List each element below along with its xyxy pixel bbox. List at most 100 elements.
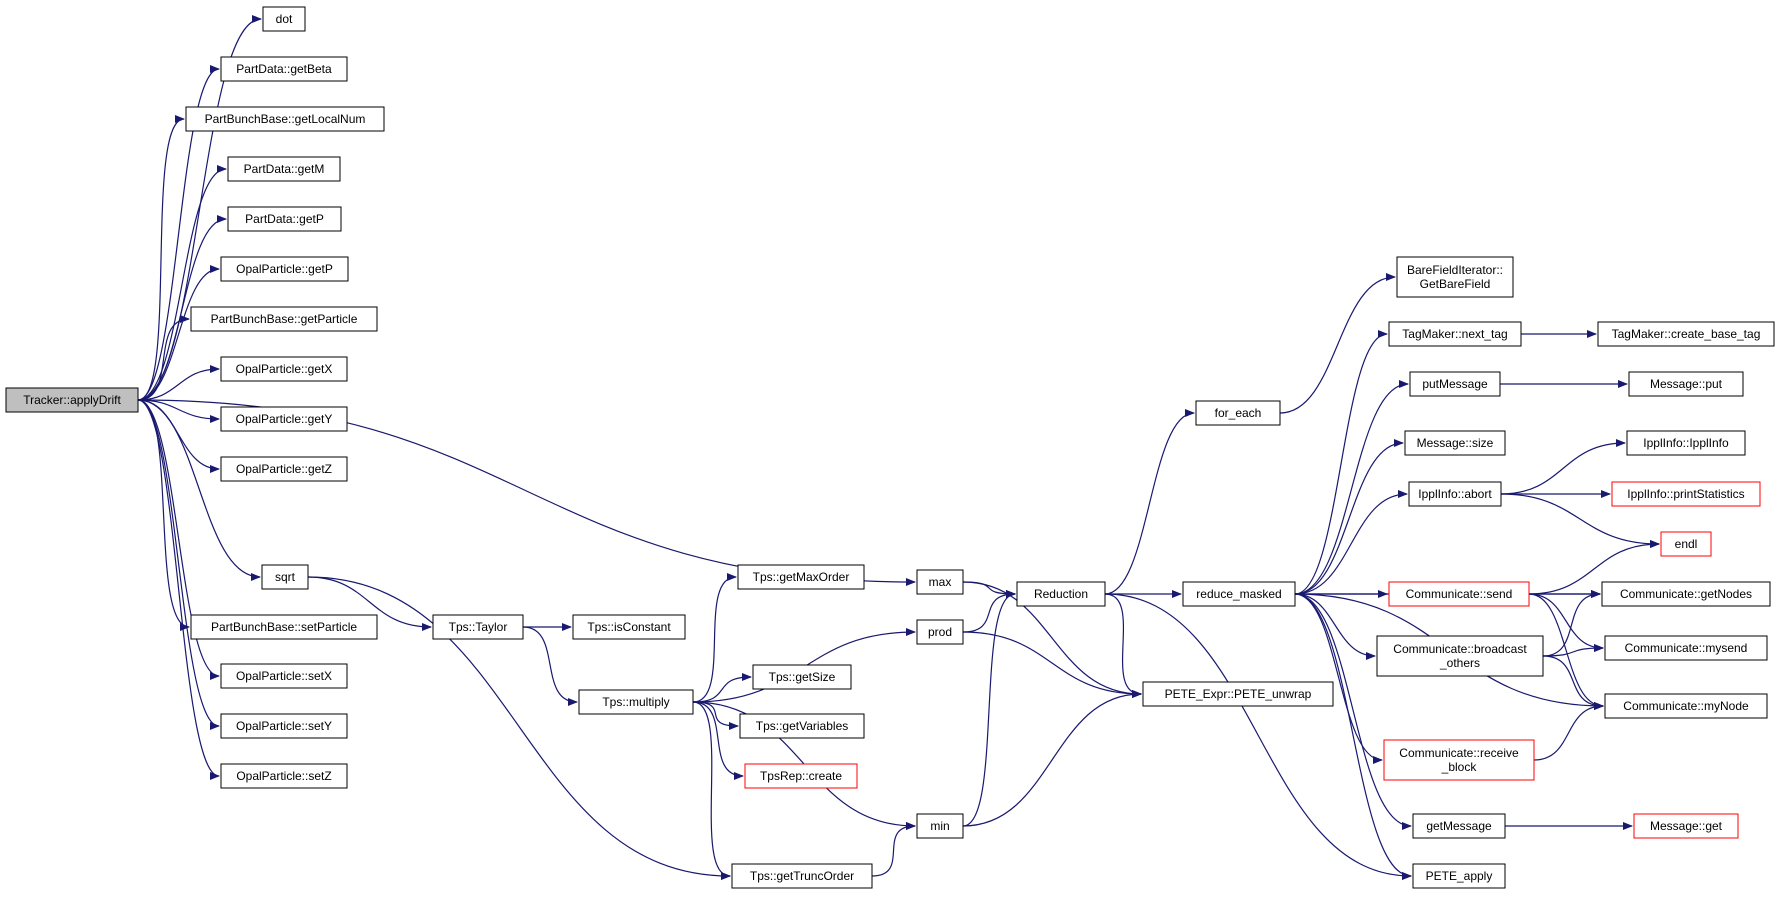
node-endl[interactable]: endl	[1660, 531, 1712, 557]
node-box	[185, 106, 385, 132]
node-dot[interactable]: dot	[262, 6, 306, 32]
node-label: Message::get	[1650, 819, 1723, 833]
node-label: OpalParticle::getY	[236, 412, 333, 426]
node-isConstant[interactable]: Tps::isConstant	[572, 614, 686, 640]
node-mysend[interactable]: Communicate::mysend	[1604, 635, 1768, 661]
edge-max-to-peteUnwrap	[962, 581, 1142, 698]
edge-min-to-reduction	[962, 590, 1016, 827]
node-box	[220, 763, 348, 789]
node-label: OpalParticle::getP	[236, 262, 333, 276]
node-peteUnwrap[interactable]: PETE_Expr::PETE_unwrap	[1142, 681, 1334, 707]
node-putMessage[interactable]: putMessage	[1409, 371, 1501, 397]
edge-applyDrift-to-opGetP	[137, 265, 220, 401]
node-ipplInfoCtor[interactable]: IpplInfo::IpplInfo	[1626, 430, 1746, 456]
node-messagePut[interactable]: Message::put	[1628, 371, 1744, 397]
node-pdGetP[interactable]: PartData::getP	[227, 206, 342, 232]
node-label: endl	[1675, 537, 1698, 551]
node-box	[1611, 481, 1761, 507]
node-receiveBlock[interactable]: Communicate::receive_block	[1383, 739, 1535, 781]
node-messageSize[interactable]: Message::size	[1404, 430, 1506, 456]
node-setZ[interactable]: OpalParticle::setZ	[220, 763, 348, 789]
node-box	[220, 256, 349, 282]
node-label: Tps::getTruncOrder	[750, 869, 854, 883]
edge-broadcastOthers-to-getNodes	[1542, 590, 1601, 657]
edge-max-to-reduction	[962, 581, 1016, 598]
node-broadcastOthers[interactable]: Communicate::broadcast_others	[1376, 635, 1544, 677]
node-box	[1409, 371, 1501, 397]
node-getBeta[interactable]: PartData::getBeta	[220, 56, 348, 82]
node-label: Tps::isConstant	[587, 620, 671, 634]
node-label: BareFieldIterator::	[1407, 263, 1503, 277]
edge-prod-to-peteUnwrap	[962, 631, 1142, 698]
node-nextTag[interactable]: TagMaker::next_tag	[1388, 321, 1522, 347]
node-label: prod	[928, 625, 952, 639]
node-box	[227, 156, 341, 182]
node-getZ[interactable]: OpalParticle::getZ	[220, 456, 348, 482]
node-multiply[interactable]: Tps::multiply	[578, 689, 694, 715]
node-taylor[interactable]: Tps::Taylor	[432, 614, 524, 640]
edge-commSend-to-myNode	[1528, 593, 1604, 710]
node-getNodes[interactable]: Communicate::getNodes	[1601, 581, 1771, 607]
edge-multiply-to-tpsRepCreate	[692, 701, 744, 780]
node-label: sqrt	[275, 570, 296, 584]
node-label: TagMaker::next_tag	[1402, 327, 1507, 341]
node-box	[432, 614, 524, 640]
node-getTruncOrder[interactable]: Tps::getTruncOrder	[731, 863, 873, 889]
node-opGetP[interactable]: OpalParticle::getP	[220, 256, 349, 282]
node-label: OpalParticle::setZ	[236, 769, 331, 783]
node-max[interactable]: max	[916, 569, 964, 595]
edge-getTruncOrder-to-min	[871, 822, 916, 877]
node-commSend[interactable]: Communicate::send	[1388, 581, 1530, 607]
node-box	[1388, 581, 1530, 607]
node-ipplAbort[interactable]: IpplInfo::abort	[1408, 481, 1502, 507]
node-tpsRepCreate[interactable]: TpsRep::create	[744, 763, 858, 789]
node-applyDrift[interactable]: Tracker::applyDrift	[5, 387, 139, 413]
edge-commSend-to-mysend	[1528, 593, 1604, 652]
node-label: PETE_Expr::PETE_unwrap	[1165, 687, 1312, 701]
edge-reduceMasked-to-peteApply	[1294, 593, 1412, 880]
node-reduction[interactable]: Reduction	[1016, 581, 1106, 607]
node-getX[interactable]: OpalParticle::getX	[220, 356, 348, 382]
node-label: _block	[1441, 760, 1478, 774]
node-getParticle[interactable]: PartBunchBase::getParticle	[190, 306, 378, 332]
node-createBaseTag[interactable]: TagMaker::create_base_tag	[1597, 321, 1775, 347]
node-label: Communicate::mysend	[1625, 641, 1748, 655]
node-getMessage[interactable]: getMessage	[1412, 813, 1506, 839]
node-sqrt[interactable]: sqrt	[261, 564, 309, 590]
node-setParticle[interactable]: PartBunchBase::setParticle	[190, 614, 378, 640]
node-label: putMessage	[1422, 377, 1488, 391]
node-label: OpalParticle::getZ	[236, 462, 332, 476]
node-printStatistics[interactable]: IpplInfo::printStatistics	[1611, 481, 1761, 507]
node-box	[220, 356, 348, 382]
node-label: Tps::getMaxOrder	[753, 570, 850, 584]
node-label: getMessage	[1426, 819, 1492, 833]
node-getBareField[interactable]: BareFieldIterator::GetBareField	[1396, 256, 1514, 298]
node-myNode[interactable]: Communicate::myNode	[1604, 693, 1768, 719]
edge-applyDrift-to-setX	[137, 399, 220, 680]
node-prod[interactable]: prod	[916, 619, 964, 645]
node-forEach[interactable]: for_each	[1195, 400, 1281, 426]
node-getMaxOrder[interactable]: Tps::getMaxOrder	[737, 564, 865, 590]
edge-reduction-to-peteApply	[1104, 593, 1412, 880]
node-getY[interactable]: OpalParticle::getY	[220, 406, 348, 432]
node-getSize[interactable]: Tps::getSize	[752, 664, 852, 690]
node-setX[interactable]: OpalParticle::setX	[220, 663, 348, 689]
node-min[interactable]: min	[916, 813, 964, 839]
node-peteApply[interactable]: PETE_apply	[1412, 863, 1506, 889]
node-box	[1383, 739, 1535, 781]
edge-applyDrift-to-getM	[137, 165, 227, 401]
node-box	[190, 306, 378, 332]
edge-multiply-to-getTruncOrder	[692, 701, 731, 880]
node-label: dot	[276, 12, 293, 26]
node-label: Tps::getSize	[769, 670, 836, 684]
node-box	[262, 6, 306, 32]
node-setY[interactable]: OpalParticle::setY	[220, 713, 348, 739]
node-label: PartData::getBeta	[236, 62, 332, 76]
node-getM[interactable]: PartData::getM	[227, 156, 341, 182]
node-getLocalNum[interactable]: PartBunchBase::getLocalNum	[185, 106, 385, 132]
edge-applyDrift-to-setZ	[137, 399, 220, 780]
node-label: Communicate::getNodes	[1620, 587, 1752, 601]
node-getVariables[interactable]: Tps::getVariables	[739, 713, 865, 739]
node-messageGet[interactable]: Message::get	[1633, 813, 1739, 839]
node-reduceMasked[interactable]: reduce_masked	[1182, 581, 1296, 607]
